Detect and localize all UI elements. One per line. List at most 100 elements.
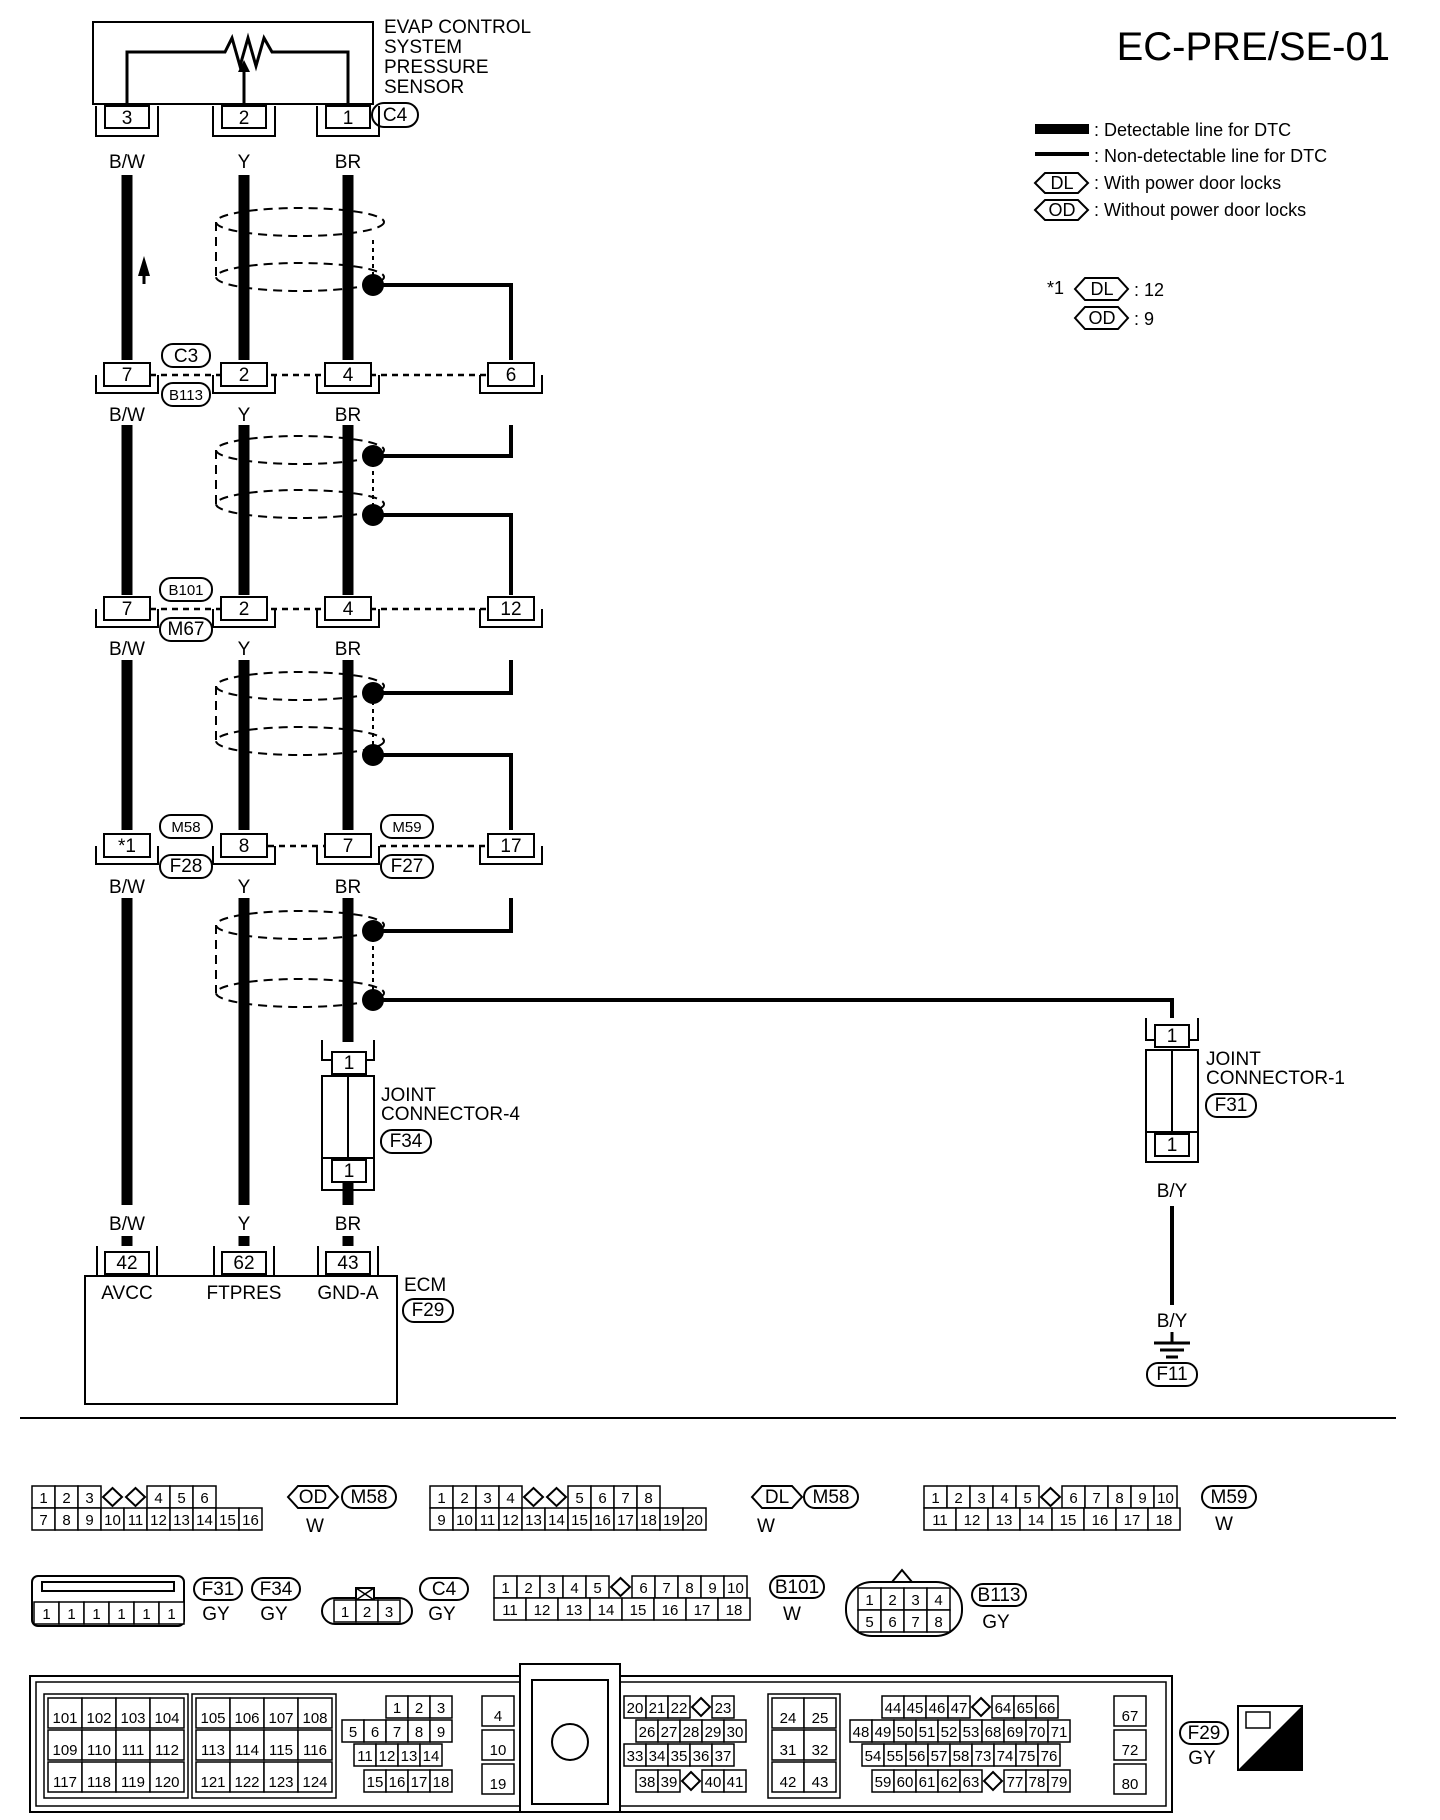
m58-od-row2-pin: 8 xyxy=(62,1512,70,1529)
sensor-pin-2-label: 2 xyxy=(239,108,250,129)
b101-row2-pin: 17 xyxy=(694,1602,711,1619)
f29-g3-row2-pin: 11 xyxy=(357,1748,373,1765)
joint-connector-4: 1 1 JOINT CONNECTOR-4 F34 xyxy=(321,1040,520,1191)
f29-g6-row0-cell xyxy=(803,1697,837,1729)
b101-row2-cell xyxy=(717,1597,751,1621)
ecm-pin-42: 42 xyxy=(96,1246,158,1277)
splice-1-pin-bw: 7 xyxy=(95,362,159,394)
splice-2-pin-br-label: 4 xyxy=(343,599,354,620)
f29-g8-row0-cell xyxy=(1113,1695,1147,1727)
hs-mini-connector xyxy=(1245,1711,1271,1729)
b101-row1-pin: 4 xyxy=(570,1580,578,1597)
f29-g3-row2-pin: 13 xyxy=(401,1748,418,1765)
f29-g3-row3-cell xyxy=(429,1769,453,1793)
f29-g2-row0-cell xyxy=(263,1697,299,1729)
f29-g1-row0-cell xyxy=(115,1697,151,1729)
f29-g3-row0-cell xyxy=(429,1695,453,1719)
sensor-connector-badge xyxy=(371,102,419,128)
f31-conn-code: F31 xyxy=(202,1579,235,1600)
f31-f34-row-cell xyxy=(158,1601,185,1625)
m58-dl-row1-key xyxy=(522,1486,545,1508)
f29-g1-row2-pin: 119 xyxy=(121,1774,145,1791)
f29-g7-row2-pin: 56 xyxy=(909,1748,926,1765)
b101-row2-pin: 16 xyxy=(662,1602,679,1619)
sensor-pin-1-label: 1 xyxy=(343,108,354,129)
f29-g5-row1-pin: 30 xyxy=(727,1724,744,1741)
f29-g7-row0-pin: 66 xyxy=(1039,1700,1056,1717)
f31-color: GY xyxy=(202,1604,230,1625)
sensor-pin-2: 2 xyxy=(212,105,276,137)
ecm-title: ECM xyxy=(404,1275,446,1296)
f29-g7-row0-cell xyxy=(947,1695,971,1719)
f29-g5-row2-pin: 36 xyxy=(693,1748,710,1765)
joint-4-title-2: CONNECTOR-4 xyxy=(381,1104,520,1125)
f29-g5-row1-cell xyxy=(723,1719,747,1743)
f29-g3-row0-pin: 2 xyxy=(415,1700,423,1717)
ecm-pin-42-label: 42 xyxy=(116,1253,137,1274)
f29-g1-row1-cell xyxy=(115,1729,151,1761)
f29-g2-row2-pin: 122 xyxy=(234,1774,259,1791)
note-od-badge xyxy=(1073,306,1130,330)
joint-connector-1: 1 1 JOINT CONNECTOR-1 F31 B/Y B/Y F11 xyxy=(1145,1018,1345,1387)
f29-g7-row0-pin: 47 xyxy=(951,1700,968,1717)
f29-g7-row2-pin: 55 xyxy=(887,1748,904,1765)
b101-row2-pin: 15 xyxy=(630,1602,647,1619)
f29-g6-row2-pin: 42 xyxy=(780,1774,797,1791)
splice-1-wire-y: Y xyxy=(238,405,251,426)
note-dl-badge xyxy=(1073,277,1130,301)
splice-row-3: *1 8 7 17 M58 F28 M59 F27 B/W Y BR xyxy=(95,814,543,898)
joint-4-title-1: JOINT xyxy=(381,1085,436,1106)
sensor-wire-bw: B/W xyxy=(109,152,145,173)
sensor-wire-y: Y xyxy=(238,152,251,173)
joint-4-pin-bottom: 1 xyxy=(344,1161,355,1182)
ecm-wire-br: BR xyxy=(335,1214,361,1235)
m58-dl-conn-code: M58 xyxy=(813,1487,850,1508)
m58-od-row2-pin: 15 xyxy=(219,1512,236,1529)
f29-g7-row3-pin: 79 xyxy=(1051,1774,1068,1791)
f29-g2-row2-cell xyxy=(297,1761,333,1793)
f29-g3-row3-pin: 17 xyxy=(411,1774,428,1791)
f29-g7-row3-pin: 59 xyxy=(875,1774,892,1791)
m59-row2-pin: 11 xyxy=(932,1512,948,1529)
f29-g3-row1-pin: 6 xyxy=(371,1724,379,1741)
legend: : Detectable line for DTC : Non-detectab… xyxy=(1033,120,1327,330)
m58-dl-row1-pin: 5 xyxy=(575,1490,583,1507)
note-od-value: : 9 xyxy=(1134,309,1154,329)
m59-row1-pin: 6 xyxy=(1069,1490,1077,1507)
m58-od-row2-pin: 10 xyxy=(104,1512,121,1529)
f31-f34-row-pin: 1 xyxy=(117,1606,125,1623)
f29-g2-frame xyxy=(191,1693,337,1799)
legend-dl-text: : With power door locks xyxy=(1094,173,1281,193)
shield-2-drain-wire-b xyxy=(373,513,513,595)
m58-od-row1-pin: 1 xyxy=(39,1490,47,1507)
ground-connector-badge xyxy=(1146,1362,1198,1387)
f29-g5-row2-pin: 34 xyxy=(649,1748,666,1765)
note-dl-value: : 12 xyxy=(1134,280,1164,300)
f29-g4-row1-pin: 10 xyxy=(490,1742,507,1759)
f29-g7-row1-pin: 68 xyxy=(985,1724,1002,1741)
ecm-pin-43-label: 43 xyxy=(337,1253,358,1274)
m58-dl-row2-pin: 9 xyxy=(437,1512,445,1529)
f29-g6-row2-cell xyxy=(803,1761,837,1793)
sensor-title-3: PRESSURE xyxy=(384,57,489,78)
splice-2-pin-drain-label: 12 xyxy=(500,599,521,620)
f29-g7-row0-pin: 65 xyxy=(1017,1700,1034,1717)
splice-3-connector-bottom-2 xyxy=(380,854,434,879)
m58-od-row2-pin: 14 xyxy=(196,1512,213,1529)
f29-g7-row2-pin: 57 xyxy=(931,1748,948,1765)
f29-g3-row1-pin: 8 xyxy=(415,1724,423,1741)
c4-color: GY xyxy=(428,1604,456,1625)
f29-g7-row0-pin: 46 xyxy=(929,1700,946,1717)
splice-1-wire-bw: B/W xyxy=(109,405,145,426)
f29-g2-row0-cell xyxy=(195,1697,231,1729)
f29-g6-row0-cell xyxy=(771,1697,805,1729)
m58-od-row1-pin: 6 xyxy=(200,1490,208,1507)
f29-g7-row1-pin: 53 xyxy=(963,1724,980,1741)
ecm-label-avcc: AVCC xyxy=(101,1283,152,1304)
shield-3-drain-wire-b xyxy=(373,753,513,830)
legend-od-badge xyxy=(1033,199,1090,221)
splice-2-pin-drain: 12 xyxy=(479,596,543,628)
splice-1-pin-br-label: 4 xyxy=(343,365,354,386)
m58-od-conn-code: M58 xyxy=(351,1487,388,1508)
